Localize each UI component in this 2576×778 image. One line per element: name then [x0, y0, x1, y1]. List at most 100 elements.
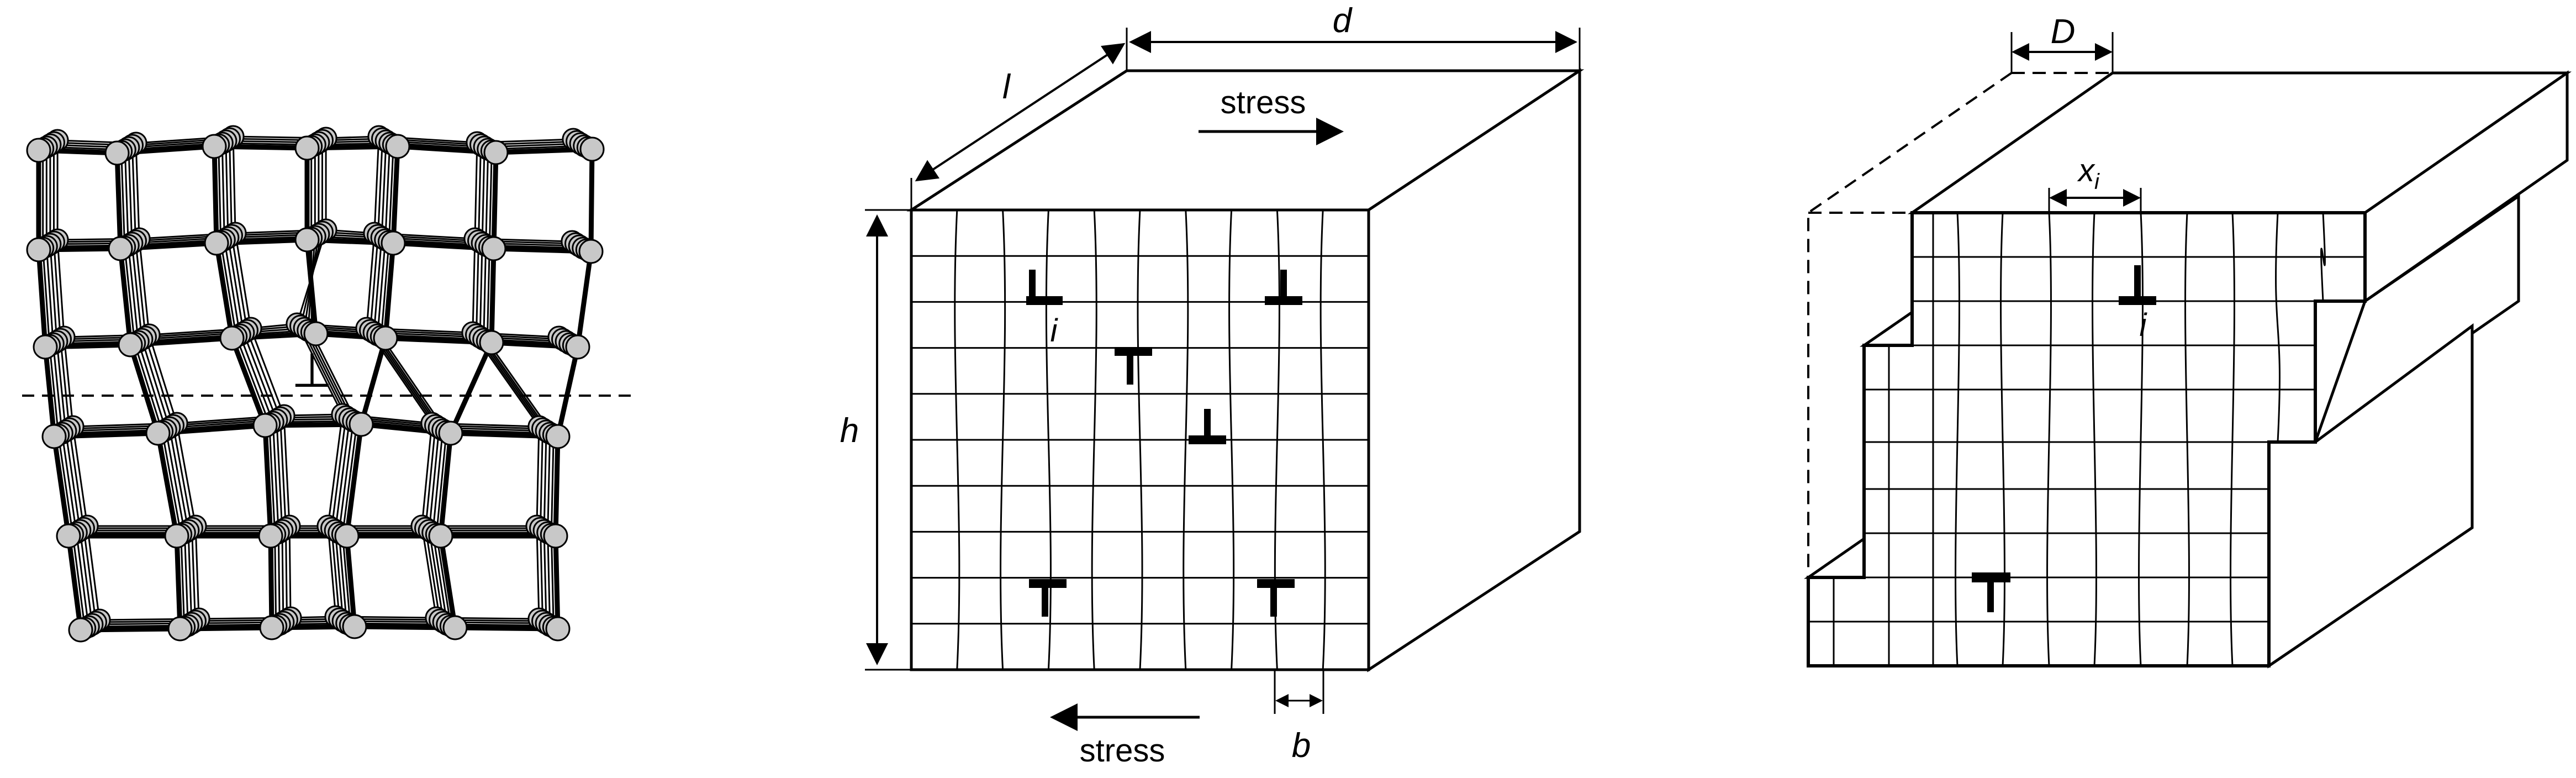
lattice-front-row — [54, 422, 558, 439]
atom — [342, 614, 367, 639]
label-d: d — [1333, 2, 1353, 40]
lattice-back-column — [483, 149, 551, 626]
lattice-back-column — [377, 143, 448, 625]
lattice-back-column — [303, 143, 351, 622]
lattice-back-column — [229, 138, 288, 621]
lattice-back-column — [131, 145, 196, 622]
atom — [26, 138, 51, 163]
atom — [26, 237, 51, 262]
slipped-front-grid — [1808, 212, 2365, 666]
grid-column-line — [954, 209, 960, 670]
lattice-front-column — [553, 149, 595, 629]
lattice-back-column — [225, 140, 284, 623]
dislocation-symbol — [1189, 409, 1226, 444]
atom — [252, 413, 278, 438]
label-i: i — [1051, 313, 1059, 349]
atom — [294, 227, 320, 253]
atom — [258, 523, 283, 549]
atom — [164, 523, 189, 549]
lattice-front-row — [80, 624, 558, 633]
label-stress-bottom: stress — [1080, 733, 1165, 769]
grid-column-line — [2320, 212, 2326, 302]
lattice-front-column — [438, 152, 499, 628]
slipped-crystal-panel: i xi D — [1804, 13, 2572, 669]
original-outline-dashed — [1807, 72, 2013, 575]
grid-column-line — [1319, 209, 1326, 670]
grid-column-line — [1045, 209, 1052, 670]
grid-column-line — [2000, 212, 2005, 666]
atom — [108, 236, 133, 261]
lattice-back-column — [124, 149, 189, 626]
atom — [545, 424, 571, 449]
grid-column-line — [2230, 212, 2235, 666]
grid-column-line — [2275, 212, 2281, 443]
atom — [438, 420, 463, 446]
lattice-back-column — [42, 149, 86, 629]
lattice-back-column — [56, 140, 101, 621]
block-front-grid — [911, 209, 1369, 670]
lattice-back-column — [486, 150, 555, 628]
atom — [145, 420, 171, 446]
bottom-step-top-face — [1804, 536, 1866, 579]
crystal-block-panel: l d stress h i b stress — [840, 2, 1585, 769]
lattice-back-column — [49, 145, 93, 625]
lattice-back-column — [369, 138, 441, 621]
atom — [204, 230, 229, 256]
dislocation-symbol-i — [2119, 265, 2156, 305]
atom — [481, 236, 506, 261]
lattice-back-column — [299, 140, 347, 619]
atom — [428, 523, 453, 549]
atom — [483, 140, 509, 165]
lattice-back-column — [479, 146, 547, 624]
grid-column-line — [1955, 212, 1960, 666]
label-b: b — [1292, 727, 1311, 765]
atom — [303, 321, 329, 346]
dislocation-symbol: ⊥ — [292, 344, 333, 397]
atom — [545, 616, 571, 642]
dislocation-symbol-i — [1026, 270, 1063, 305]
atom — [334, 523, 360, 549]
lattice-back-column — [218, 144, 277, 627]
lattice-back-column — [296, 138, 344, 617]
grid-column-line — [2138, 212, 2144, 666]
atom — [259, 615, 284, 640]
atom — [202, 134, 227, 159]
grid-column-line — [1091, 209, 1097, 670]
lattice-back-column — [475, 144, 544, 622]
atom — [41, 424, 67, 449]
dislocation-symbol — [1115, 347, 1152, 385]
atom — [579, 136, 605, 162]
lattice-back-column — [310, 146, 358, 625]
dimension-l-arrow — [915, 43, 1126, 182]
dislocation-symbol — [1029, 579, 1067, 617]
lattice-back-column — [221, 143, 281, 625]
grid-column-line — [1000, 209, 1006, 670]
label-l: l — [1002, 68, 1011, 106]
atom — [442, 615, 468, 640]
grid-column-line — [1183, 209, 1189, 670]
atom — [104, 140, 130, 166]
middle-lower-top-face — [1859, 309, 1914, 347]
atom — [219, 325, 245, 351]
atom — [33, 334, 58, 360]
atom — [543, 523, 568, 549]
grid-column-line — [2184, 212, 2190, 666]
grid-column-line — [1228, 209, 1235, 670]
atom — [578, 239, 604, 264]
lattice-back-column — [307, 145, 355, 624]
lattice-back-column — [232, 136, 292, 618]
lattice-atoms — [26, 125, 605, 643]
grid-column-line — [2092, 212, 2097, 666]
atom — [373, 325, 398, 351]
atom — [565, 334, 590, 360]
lattice-back-column — [472, 142, 540, 619]
atom — [118, 332, 143, 358]
lattice-back-column — [135, 143, 200, 619]
grid-column-line — [2046, 212, 2052, 666]
atom — [294, 135, 320, 161]
label-stress-top: stress — [1221, 85, 1306, 120]
dislocation-symbol — [1972, 572, 2010, 612]
lattice-front-column — [114, 153, 183, 629]
label-x-i: xi — [2077, 153, 2100, 194]
lattice-front-column — [212, 146, 275, 628]
